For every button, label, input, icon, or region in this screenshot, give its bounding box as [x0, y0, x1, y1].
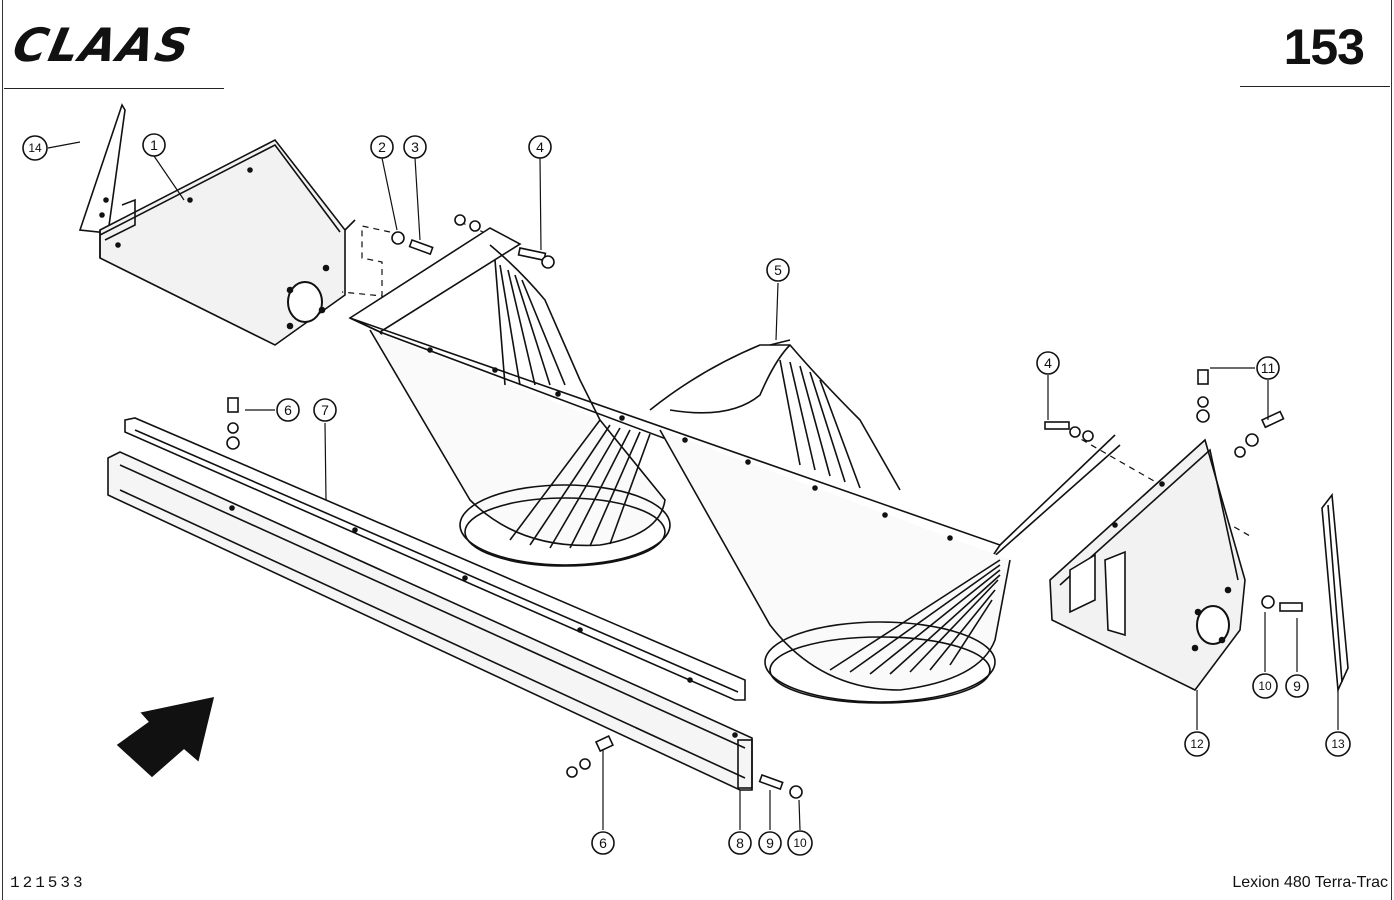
svg-text:13: 13: [1331, 737, 1345, 751]
leader-lines: [47, 141, 1339, 831]
callout-bubbles: 1 2 3 4 5 4 6 7 11: [22, 133, 1351, 856]
callout-9-bottom: 9: [758, 831, 782, 855]
callout-12: 12: [1184, 731, 1210, 757]
hardware-6-9-10: [226, 397, 803, 799]
svg-text:5: 5: [774, 262, 782, 278]
callout-7: 7: [313, 398, 337, 422]
header-rule-left: [4, 88, 224, 89]
callout-14: 14: [22, 135, 48, 161]
page-number: 153: [1283, 19, 1365, 75]
svg-text:1: 1: [150, 137, 158, 153]
callout-6-bottom: 6: [591, 831, 615, 855]
svg-text:12: 12: [1190, 737, 1204, 751]
svg-text:11: 11: [1261, 360, 1276, 376]
svg-text:6: 6: [284, 402, 292, 418]
svg-text:2: 2: [378, 139, 386, 155]
svg-text:4: 4: [1044, 355, 1052, 371]
part-1-side-plate: [99, 138, 356, 346]
part-5-hopper-trough: [348, 227, 1121, 704]
callout-10-bottom: 10: [787, 830, 813, 856]
callout-8: 8: [728, 831, 752, 855]
svg-text:7: 7: [321, 402, 329, 418]
callout-10-right: 10: [1252, 673, 1278, 699]
svg-text:3: 3: [411, 139, 419, 155]
callout-13: 13: [1325, 731, 1351, 757]
callout-4-right: 4: [1036, 351, 1060, 375]
svg-text:10: 10: [1258, 679, 1272, 693]
part-13-strip: [1321, 492, 1349, 694]
callout-4-top: 4: [528, 135, 552, 159]
hardware-4-right: [1044, 421, 1094, 442]
svg-text:6: 6: [599, 835, 607, 851]
callout-9-right: 9: [1285, 674, 1309, 698]
model-name: Lexion 480 Terra-Trac: [1232, 874, 1388, 891]
svg-text:9: 9: [766, 835, 774, 851]
hardware-2-3-4: [391, 214, 555, 269]
part-7-angle-strip: [124, 417, 746, 701]
svg-text:9: 9: [1293, 678, 1301, 694]
svg-text:8: 8: [736, 835, 744, 851]
svg-text:10: 10: [793, 836, 807, 850]
callout-1: 1: [142, 133, 166, 157]
page-border-left: [2, 0, 3, 900]
svg-text:4: 4: [536, 139, 544, 155]
part-12-side-plate: [1049, 438, 1246, 692]
part-8-channel-beam: [107, 451, 753, 791]
callout-5: 5: [766, 258, 790, 282]
direction-arrow: [116, 696, 215, 778]
svg-text:14: 14: [28, 141, 42, 155]
part-14-plate: [78, 103, 126, 234]
page-border-right: [1391, 0, 1392, 900]
hardware-right-11-10-9: [1196, 369, 1303, 612]
drawing-number: 121533: [10, 874, 86, 892]
header-rule-right: [1240, 86, 1390, 87]
callout-11: 11: [1256, 356, 1280, 380]
callout-3: 3: [403, 135, 427, 159]
callout-2: 2: [370, 135, 394, 159]
callout-6-top: 6: [276, 398, 300, 422]
